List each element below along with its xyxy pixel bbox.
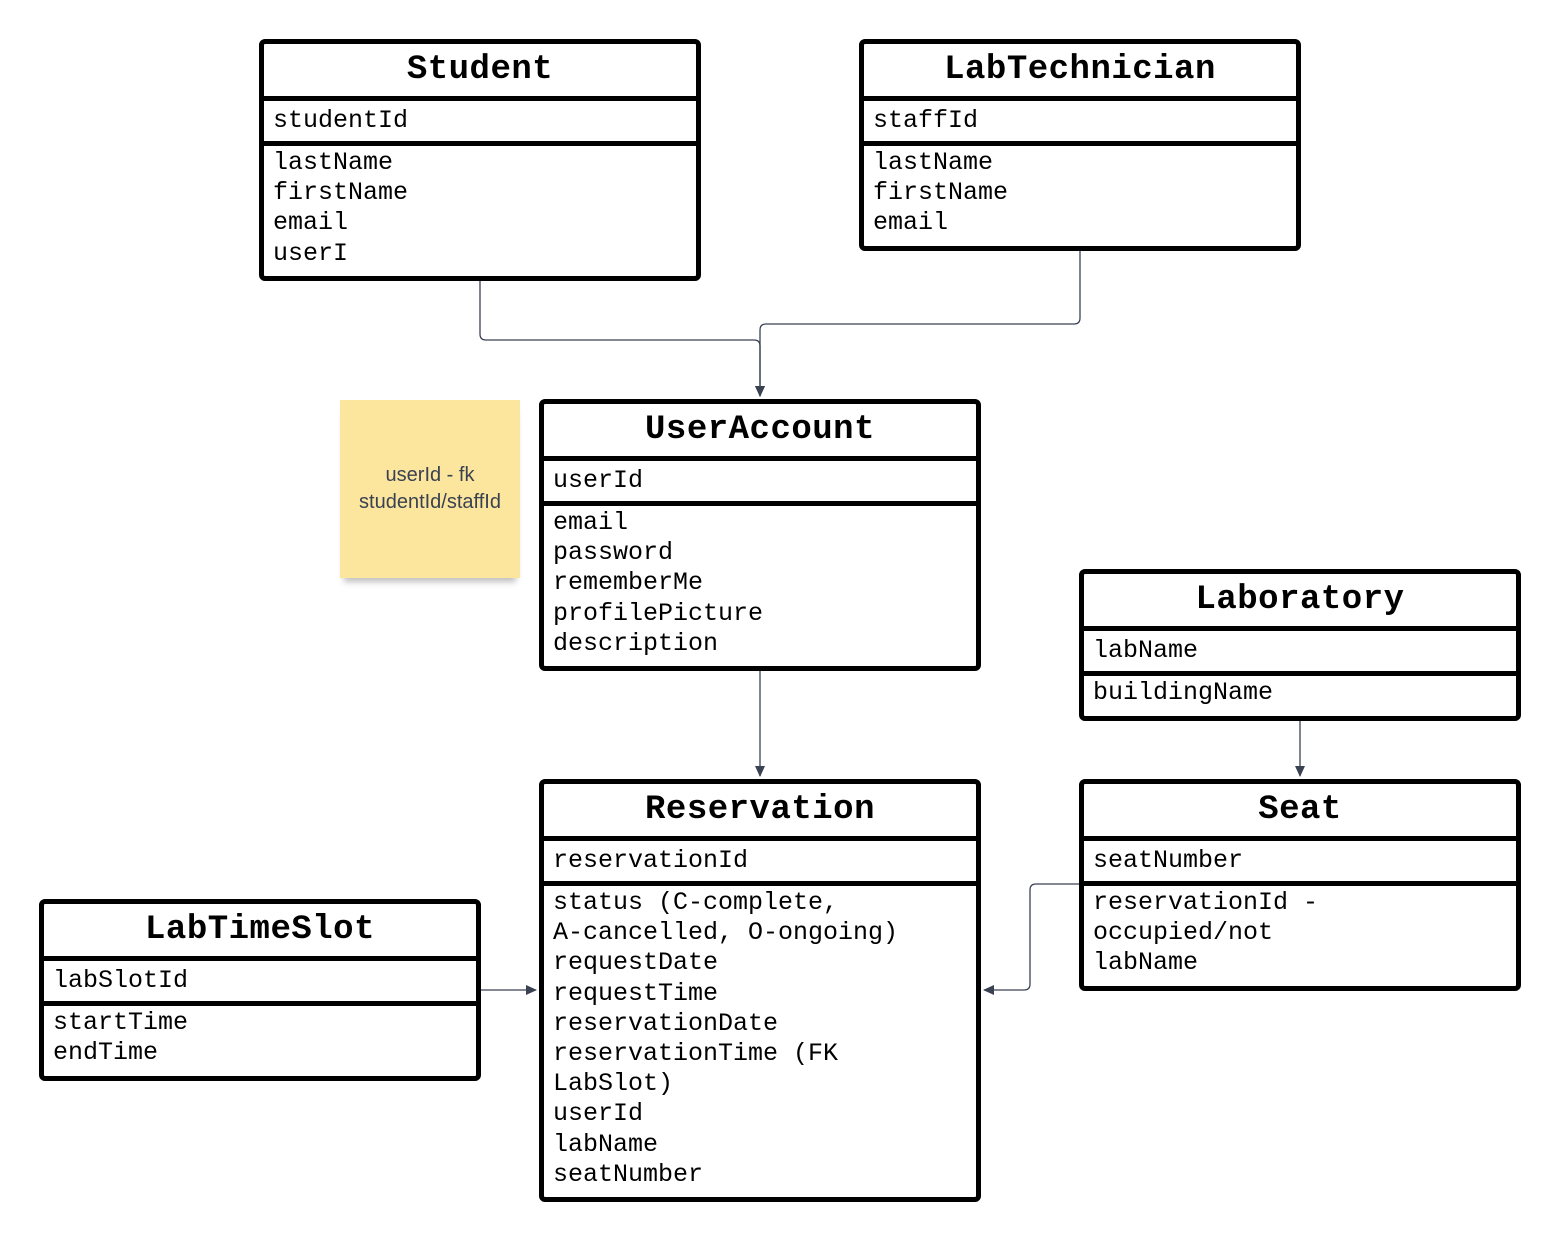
entity-attribute-list: buildingName bbox=[1084, 676, 1516, 708]
entity-primary-key: seatNumber bbox=[1084, 841, 1516, 886]
entity-primary-key: reservationId bbox=[544, 841, 976, 886]
entity-title: Student bbox=[264, 44, 696, 101]
entity-attribute: email bbox=[553, 508, 629, 537]
sticky-note-line: userId - fk bbox=[385, 464, 475, 486]
entity-attribute: labName bbox=[1093, 948, 1199, 978]
entity-attribute: occupied/not bbox=[1093, 918, 1274, 948]
entity-title: Seat bbox=[1084, 784, 1516, 841]
entity-attribute: requestTime bbox=[553, 978, 719, 1008]
entity-attribute: userId bbox=[553, 1099, 644, 1129]
entity-title: Laboratory bbox=[1084, 574, 1516, 631]
entity-attribute: reservationTime (FK bbox=[553, 1039, 839, 1069]
entity-primary-key: studentId bbox=[264, 101, 696, 146]
entity-attribute: firstName bbox=[273, 178, 409, 208]
entity-seat[interactable]: Seat seatNumber reservationId -occupied/… bbox=[1079, 779, 1521, 991]
entity-primary-key: userId bbox=[544, 461, 976, 506]
entity-attribute: lastName bbox=[273, 148, 394, 177]
entity-primary-key: staffId bbox=[864, 101, 1296, 146]
entity-attribute: password bbox=[553, 538, 674, 568]
entity-primary-key: labSlotId bbox=[44, 961, 476, 1006]
entity-attribute: status (C-complete, bbox=[553, 888, 839, 917]
entity-title: LabTimeSlot bbox=[44, 904, 476, 961]
sticky-note-line: studentId/staffId bbox=[359, 491, 501, 513]
entity-title: Reservation bbox=[544, 784, 976, 841]
entity-title: LabTechnician bbox=[864, 44, 1296, 101]
sticky-note[interactable]: userId - fk studentId/staffId bbox=[340, 400, 520, 578]
entity-laboratory[interactable]: Laboratory labName buildingName bbox=[1079, 569, 1521, 721]
entity-attribute: LabSlot) bbox=[553, 1069, 674, 1099]
entity-attribute: reservationDate bbox=[553, 1008, 779, 1038]
entity-attribute: startTime bbox=[53, 1008, 189, 1037]
entity-primary-key: labName bbox=[1084, 631, 1516, 676]
entity-attribute: A-cancelled, O-ongoing) bbox=[553, 918, 899, 948]
entity-attribute: rememberMe bbox=[553, 568, 704, 598]
entity-attribute: email bbox=[873, 208, 949, 238]
entity-attribute: buildingName bbox=[1093, 678, 1274, 707]
entity-attribute: profilePicture bbox=[553, 598, 764, 628]
entity-attribute: description bbox=[553, 628, 719, 658]
entity-attribute: userI bbox=[273, 238, 349, 268]
entity-attribute: requestDate bbox=[553, 948, 719, 978]
entity-attribute: reservationId - bbox=[1093, 888, 1319, 917]
connector-labtechnician-to-useraccount bbox=[755, 250, 1081, 397]
entity-attribute: labName bbox=[553, 1129, 659, 1159]
entity-attribute: seatNumber bbox=[553, 1159, 704, 1189]
entity-attribute: email bbox=[273, 208, 349, 238]
entity-attribute: endTime bbox=[53, 1038, 159, 1068]
connector-student-to-useraccount bbox=[479, 280, 765, 397]
entity-attribute: lastName bbox=[873, 148, 994, 177]
entity-reservation[interactable]: Reservation reservationId status (C-comp… bbox=[539, 779, 981, 1202]
entity-attribute: firstName bbox=[873, 178, 1009, 208]
connector-seat-to-reservation bbox=[983, 883, 1080, 995]
entity-title: UserAccount bbox=[544, 404, 976, 461]
entity-attribute-list: status (C-complete,A-cancelled, O-ongoin… bbox=[544, 886, 976, 1190]
